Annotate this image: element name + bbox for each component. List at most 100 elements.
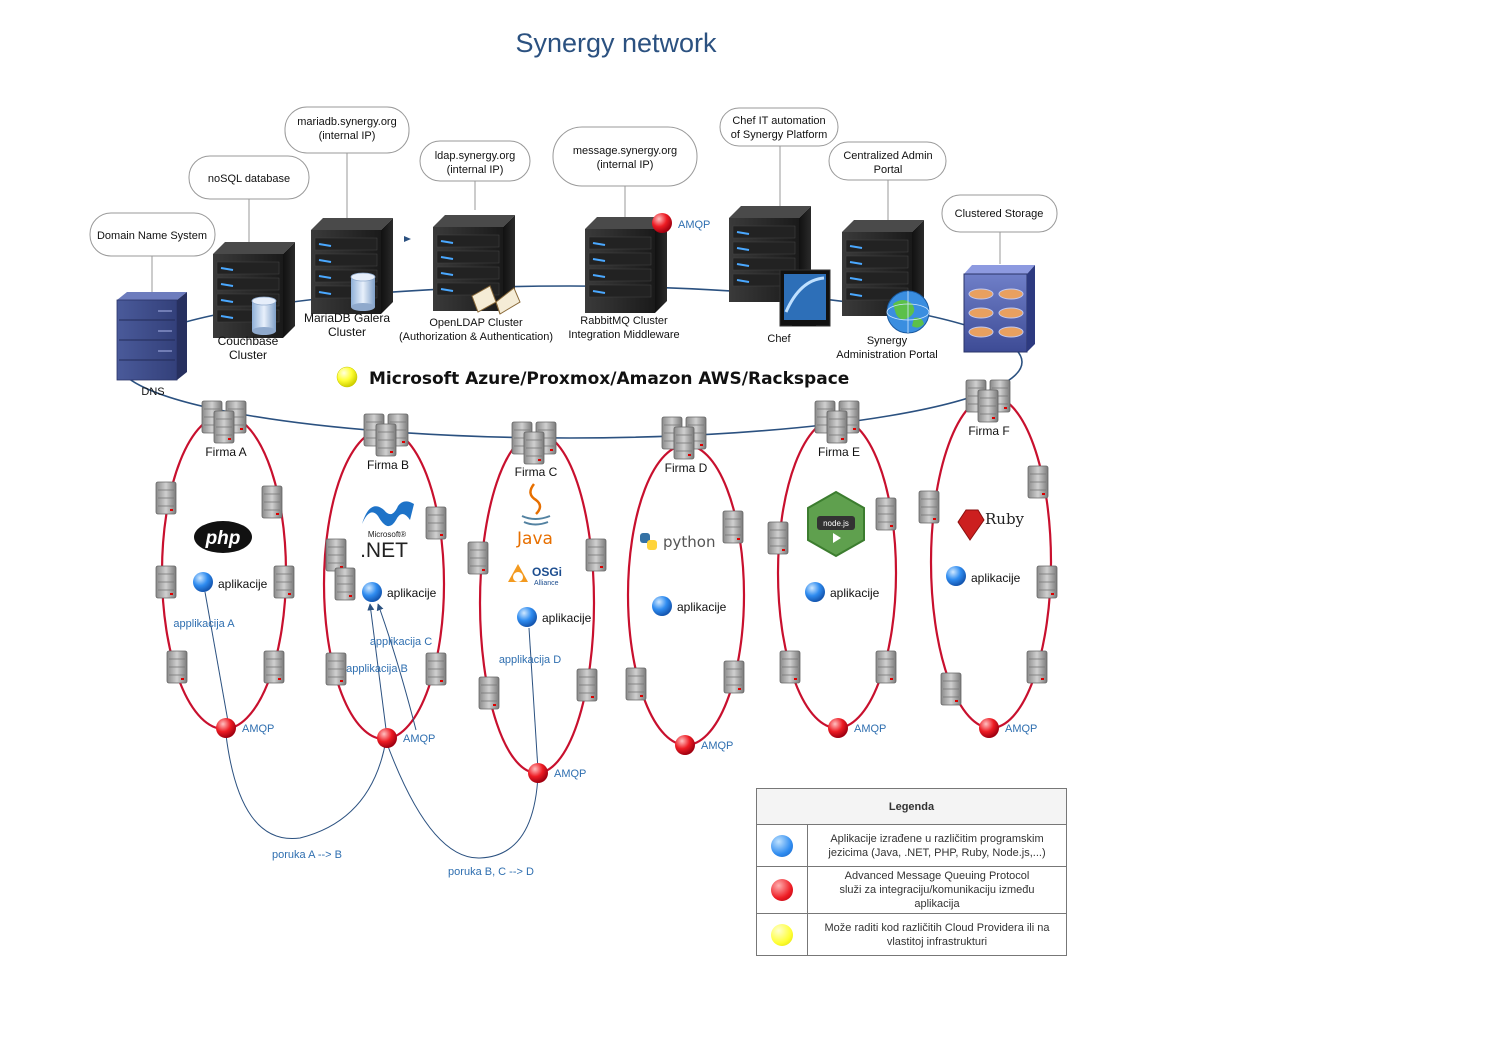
legend-row-amqp: Advanced Message Queuing Protocol služi … (756, 866, 1067, 914)
dotnet-logo-text-2: .NET (360, 539, 408, 562)
couchbase-label-line2: Cluster (229, 348, 267, 362)
flow-bc-to-d (385, 740, 542, 859)
amqp-label-firm-c: AMQP (554, 768, 586, 780)
book-icon (471, 285, 521, 315)
database-icon (350, 272, 376, 312)
mariadb-label-line2: Cluster (328, 325, 366, 339)
callout-ldap (419, 140, 531, 182)
platform-label: Microsoft Azure/Proxmox/Amazon AWS/Racks… (369, 369, 849, 389)
amqp-label-rabbit: AMQP (678, 219, 710, 231)
diagram-title: Synergy network (515, 28, 717, 58)
php-logo-text: php (205, 528, 241, 549)
legend-cloud-line2: vlastitoj infrastrukturi (886, 935, 988, 948)
legend-apps-line2: jezicima (Java, .NET, PHP, Ruby, Node.js… (828, 846, 1046, 859)
nodejs-logo-text: node.js (823, 519, 849, 528)
legend-row-cloud: Može raditi kod različitih Cloud Provide… (756, 913, 1067, 956)
callout-mariadb-line2: (internal IP) (319, 130, 376, 142)
app-label-b: aplikacije (387, 586, 437, 600)
python-logo: python (640, 533, 715, 551)
mariadb-label-line1: MariaDB Galera (304, 311, 390, 325)
amqp-label-firm-d: AMQP (701, 740, 733, 752)
app-node-f[interactable] (946, 566, 966, 586)
legend-yellow-dot-icon (771, 923, 793, 946)
amqp-node-firm-c[interactable] (528, 763, 548, 783)
amqp-node-firm-b[interactable] (377, 728, 397, 748)
rabbitmq-label-line2: Integration Middleware (568, 329, 679, 341)
legend-text-cell: Može raditi kod različitih Cloud Provide… (807, 913, 1067, 956)
app-link-label-c: applikacija C (370, 636, 432, 648)
legend-red-dot-icon (771, 879, 793, 901)
callout-nosql (188, 155, 310, 200)
nodejs-logo: node.js (807, 490, 865, 558)
legend-amqp-line2: služi za integraciju/komunikaciju između (839, 884, 1035, 896)
legend-header-row: Legenda (756, 788, 1067, 825)
app-label-f: aplikacije (971, 571, 1021, 585)
admin-label-line2: Administration Portal (836, 349, 938, 361)
app-node-d[interactable] (652, 596, 672, 616)
amqp-label-firm-b: AMQP (403, 733, 435, 745)
legend-blue-dot-icon (771, 834, 793, 857)
amqp-node-firm-e[interactable] (828, 718, 848, 738)
app-node-c[interactable] (517, 607, 537, 627)
firm-a-label: Firma A (205, 445, 246, 459)
app-node-e[interactable] (805, 582, 825, 602)
legend-symbol-cell (756, 866, 808, 914)
app-label-a: aplikacije (218, 577, 268, 591)
firm-rings (160, 394, 1053, 775)
callout-ldap-line1: ldap.synergy.org (435, 150, 516, 162)
globe-icon (886, 290, 930, 334)
amqp-node-firm-a[interactable] (216, 718, 236, 738)
legend-row-apps: Aplikacije izrađene u različitim program… (756, 824, 1067, 867)
callout-chef-line2: of Synergy Platform (731, 129, 828, 141)
chef-label: Chef (767, 333, 791, 345)
app-link-label-a: applikacija A (173, 618, 235, 630)
app-node-b[interactable] (362, 582, 382, 602)
firm-a-cluster: Firma A (202, 401, 247, 459)
firm-e-cluster: Firma E (815, 401, 860, 459)
amqp-label-firm-a: AMQP (242, 723, 274, 735)
app-link-label-b: applikacija B (346, 663, 408, 675)
ldap-label-line1: OpenLDAP Cluster (429, 317, 523, 329)
legend-table: Legenda Aplikacije izrađene u različitim… (756, 788, 1067, 956)
callout-message-line2: (internal IP) (597, 159, 654, 171)
message-label-ab: poruka A --> B (272, 849, 342, 861)
callout-admin (828, 141, 947, 181)
flow-app-d (528, 627, 542, 771)
php-logo: php (194, 521, 252, 553)
callout-admin-line1: Centralized Admin (843, 150, 932, 162)
firm-amqp-nodes: AMQP AMQP AMQP AMQP AMQP AMQP (216, 718, 1037, 783)
amqp-node-firm-f[interactable] (979, 718, 999, 738)
callout-bubbles: Domain Name System noSQL database mariad… (89, 106, 1058, 257)
clustered-storage-icon (963, 265, 1035, 353)
legend-amqp-line3: aplikacija (914, 898, 960, 910)
ruby-logo-text: Ruby (985, 510, 1025, 528)
legend-cloud-line1: Može raditi kod različitih Cloud Provide… (824, 921, 1050, 934)
legend-apps-line1: Aplikacije izrađene u različitim program… (830, 832, 1044, 845)
app-label-e: aplikacije (830, 586, 880, 600)
callout-storage (941, 194, 1058, 233)
callout-nosql-text: noSQL database (208, 173, 290, 185)
amqp-node-icon (652, 213, 672, 233)
flow-app-a (204, 591, 232, 728)
app-node-a[interactable] (193, 572, 213, 592)
callout-message (552, 126, 698, 187)
cloud-provider-dot-icon (336, 366, 358, 388)
osgi-logo: OSGi Alliance (508, 564, 562, 587)
amqp-node-firm-d[interactable] (675, 735, 695, 755)
callout-mariadb-line1: mariadb.synergy.org (297, 116, 396, 128)
legend-symbol-cell (756, 824, 808, 867)
legend-amqp-line1: Advanced Message Queuing Protocol (844, 870, 1030, 882)
flow-app-c (376, 603, 417, 731)
firm-d-cluster: Firma D (662, 417, 708, 475)
callout-chef-line1: Chef IT automation (732, 115, 825, 127)
firm-e-label: Firma E (818, 445, 860, 459)
callout-connectors (151, 146, 1001, 292)
ring-servers (155, 465, 1058, 710)
rabbitmq-server-icon (584, 216, 668, 314)
message-flows (204, 591, 542, 859)
callout-dns-text: Domain Name System (97, 230, 207, 242)
app-label-c: aplikacije (542, 611, 592, 625)
osgi-logo-text-1: OSGi (532, 565, 562, 579)
ruby-logo: Ruby (957, 509, 1025, 541)
